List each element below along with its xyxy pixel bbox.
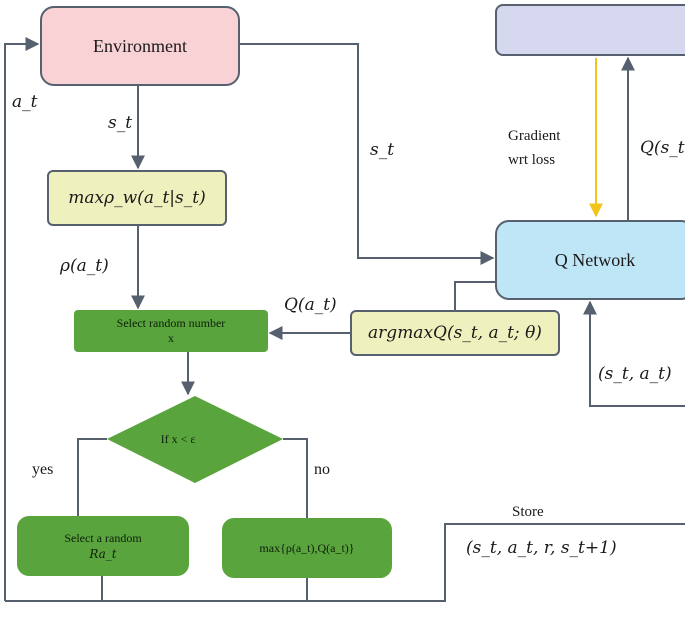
max-rho-q-label: max{ρ(a_t),Q(a_t)}	[259, 540, 355, 555]
store-label: Store	[512, 504, 544, 520]
s-t-right-label: s_t	[370, 140, 395, 160]
rho-a-t-label: ρ(a_t)	[60, 256, 109, 276]
max-rho-node: maxρ_w(a_t|s_t)	[47, 170, 227, 226]
a-t-label: a_t	[12, 92, 38, 112]
select-random-number-node: Select random number x	[74, 310, 268, 352]
q-s-t-label: Q(s_t	[640, 138, 685, 158]
select-random-line2: x	[168, 331, 174, 345]
q-network-label: Q Network	[554, 249, 636, 270]
edge-decision-yes	[77, 438, 107, 516]
max-rho-q-node: max{ρ(a_t),Q(a_t)}	[222, 518, 392, 578]
q-network-node: Q Network	[495, 220, 685, 300]
s-t-down-label: s_t	[108, 113, 133, 133]
max-rho-label: maxρ_w(a_t|s_t)	[68, 188, 206, 208]
select-a-random-node: Select a random Ra_t	[17, 516, 189, 576]
decision-diamond	[107, 396, 283, 483]
edge-env-to-qnet	[240, 43, 495, 265]
environment-node: Environment	[40, 6, 240, 86]
edge-store	[5, 523, 685, 602]
decision-label: If x < ε	[160, 431, 196, 446]
environment-label: Environment	[93, 35, 187, 56]
select-a-random-line2: Ra_t	[89, 547, 117, 561]
q-a-t-label: Q(a_t)	[284, 295, 337, 315]
gradient-label-line2: wrt loss	[508, 152, 556, 168]
select-a-random-line1: Select a random	[64, 531, 142, 545]
argmax-q-node: argmaxQ(s_t, a_t; θ)	[350, 310, 560, 356]
edge-decision-no	[283, 438, 308, 518]
edge-feedback-to-qnet	[583, 300, 685, 407]
no-label: no	[314, 461, 330, 478]
argmax-q-label: argmaxQ(s_t, a_t; θ)	[368, 323, 542, 343]
edge-qnet-to-argmax	[454, 281, 497, 310]
yes-label: yes	[32, 461, 54, 478]
transition-label: (s_t, a_t, r, s_t+1)	[466, 538, 617, 558]
select-random-line1: Select random number	[116, 316, 226, 330]
gradient-label-line1: Gradient	[508, 128, 561, 144]
edge-loop-to-env	[4, 37, 40, 601]
top-node	[495, 4, 685, 56]
s-t-a-t-label: (s_t, a_t)	[598, 364, 672, 384]
